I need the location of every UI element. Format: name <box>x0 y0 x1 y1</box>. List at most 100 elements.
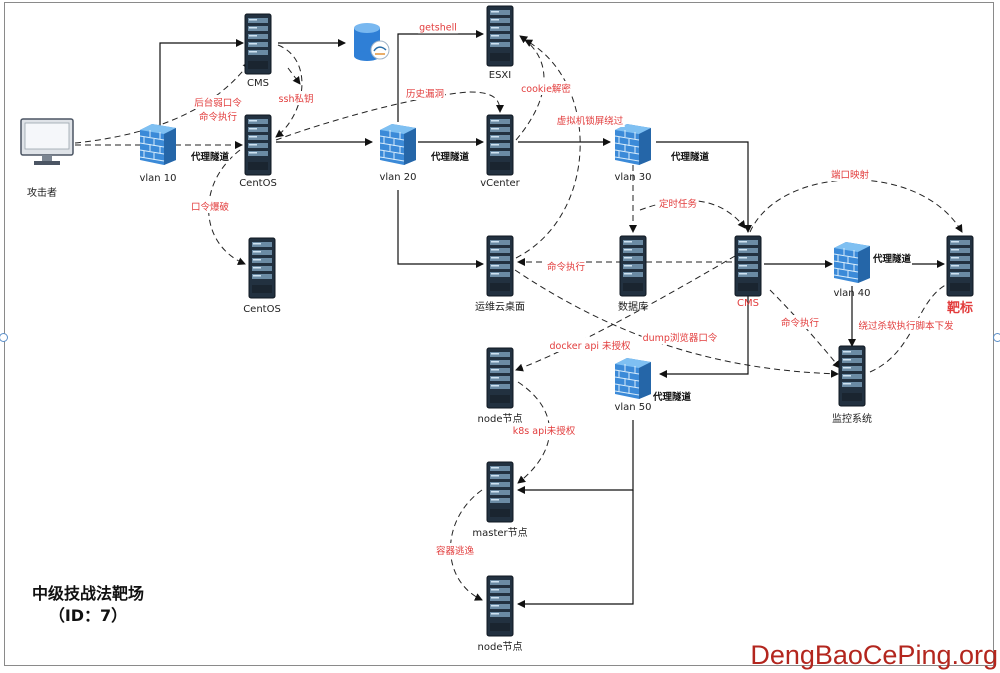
edge-label-k8s-api: k8s api未授权 <box>511 423 577 437</box>
path-cms2-cmdexec-monitor <box>769 289 841 369</box>
label-database: 数据库 <box>618 302 648 313</box>
path-cron <box>639 199 746 229</box>
server-icon <box>486 5 514 67</box>
edge-label-bypass-av: 绕过杀软执行脚本下发 <box>857 318 955 332</box>
server-icon <box>486 235 514 297</box>
node-ops-desktop <box>486 235 514 301</box>
label-vlan50: vlan 50 <box>614 402 652 413</box>
edge-label-cmd-exec-desktop: 命令执行 <box>545 259 587 273</box>
server-icon <box>486 347 514 409</box>
firewall-icon <box>379 124 416 165</box>
edge-cms2-vlan50 <box>659 296 749 378</box>
edge-label-cmd-exec-cms: 命令执行 <box>197 109 239 123</box>
node-cms2 <box>734 235 762 301</box>
label-vcenter: vCenter <box>480 178 520 189</box>
firewall-icon <box>614 124 651 165</box>
edge-label-vm-lock-bypass: 虚拟机锁屏绕过 <box>555 113 625 127</box>
edge-label-container-escape: 容器逃逸 <box>434 543 476 557</box>
edge-label-port-mapping: 端口映射 <box>829 167 871 181</box>
edge-vlan50-node2 <box>517 490 634 608</box>
label-ops-desktop: 运维云桌面 <box>475 302 525 313</box>
server-icon <box>486 114 514 176</box>
node-vlan20 <box>378 122 418 170</box>
node-centos2 <box>248 237 276 303</box>
label-esxi: ESXI <box>488 70 512 81</box>
edge-label-proxy-tunnel-2: 代理隧道 <box>429 149 471 163</box>
diagram-title: 中级技战法靶场 （ID：7） <box>32 583 144 627</box>
node-esxi <box>486 5 514 71</box>
edge-label-history-vuln: 历史漏洞 <box>404 86 446 100</box>
server-icon <box>244 13 272 75</box>
edge-label-dump-browser: dump浏览器口令 <box>641 330 719 344</box>
title-line2: （ID：7） <box>48 606 128 625</box>
edge-vlan30-cms2 <box>656 141 752 233</box>
edge-label-proxy-tunnel-5: 代理隧道 <box>651 389 693 403</box>
node-cms-top <box>244 13 272 79</box>
server-icon <box>619 235 647 297</box>
label-vlan40: vlan 40 <box>833 288 871 299</box>
node-node1 <box>486 347 514 413</box>
server-icon <box>486 575 514 637</box>
node-vlan30 <box>613 122 653 170</box>
node-master <box>486 461 514 527</box>
node-vlan50 <box>613 356 653 404</box>
label-master: master节点 <box>472 528 528 539</box>
edge-label-proxy-tunnel-4: 代理隧道 <box>871 251 913 265</box>
node-vlan10 <box>138 122 178 170</box>
selection-handle-left[interactable] <box>0 333 8 342</box>
server-icon <box>248 237 276 299</box>
label-node2: node节点 <box>477 642 523 653</box>
path-desktop-esxi <box>515 39 581 259</box>
title-line1: 中级技战法靶场 <box>32 584 145 603</box>
edge-vlan20-desktop <box>397 190 484 268</box>
node-monitor <box>838 345 866 411</box>
edge-label-proxy-tunnel-3: 代理隧道 <box>669 149 711 163</box>
edge-label-ssh-key: ssh私钥 <box>277 91 315 105</box>
label-centos1: CentOS <box>239 178 277 189</box>
label-target: 靶标 <box>946 301 974 316</box>
node-vcenter <box>486 114 514 180</box>
label-vlan20: vlan 20 <box>379 172 417 183</box>
selection-handle-right[interactable] <box>993 333 1000 342</box>
edge-label-cron-job: 定时任务 <box>657 196 699 210</box>
node-centos1 <box>244 114 272 180</box>
label-monitor: 监控系统 <box>832 414 872 425</box>
path-desktop-monitor <box>514 269 839 378</box>
label-node1: node节点 <box>477 414 523 425</box>
path-ssh-side <box>287 67 301 85</box>
edge-label-weak-pwd: 后台弱口令 <box>193 95 243 109</box>
firewall-icon <box>614 358 651 399</box>
edge-label-getshell: getshell <box>418 22 458 34</box>
label-vlan30: vlan 30 <box>614 172 652 183</box>
label-cms2: CMS <box>737 298 759 309</box>
watermark: DengBaoCePing.org <box>750 640 998 670</box>
label-attacker: 攻击者 <box>27 188 57 199</box>
edge-label-docker-api: docker api 未授权 <box>548 338 632 352</box>
edge-vlan10-cms <box>159 39 244 128</box>
server-icon <box>486 461 514 523</box>
monitor-icon <box>20 118 74 165</box>
node-node2 <box>486 575 514 641</box>
firewall-icon <box>139 124 176 165</box>
node-target <box>946 235 974 301</box>
edge-vlan20-esxi <box>397 30 484 122</box>
server-icon <box>946 235 974 297</box>
label-centos2: CentOS <box>243 304 281 315</box>
path-port-map <box>749 179 963 233</box>
edge-label-pwd-brute: 口令爆破 <box>189 199 231 213</box>
server-icon <box>734 235 762 297</box>
edge-label-proxy-tunnel: 代理隧道 <box>189 149 231 163</box>
label-vlan10: vlan 10 <box>139 173 177 184</box>
attacker-computer <box>20 118 76 172</box>
firewall-icon <box>833 242 870 283</box>
edge-label-cmd-exec-monitor: 命令执行 <box>779 315 821 329</box>
path-cms2-node1 <box>515 255 736 372</box>
node-database <box>619 235 647 301</box>
path-cms-ssh-centos <box>275 44 303 138</box>
server-icon <box>244 114 272 176</box>
server-icon <box>838 345 866 407</box>
node-vlan40 <box>832 240 872 288</box>
label-cms-top: CMS <box>247 78 269 89</box>
